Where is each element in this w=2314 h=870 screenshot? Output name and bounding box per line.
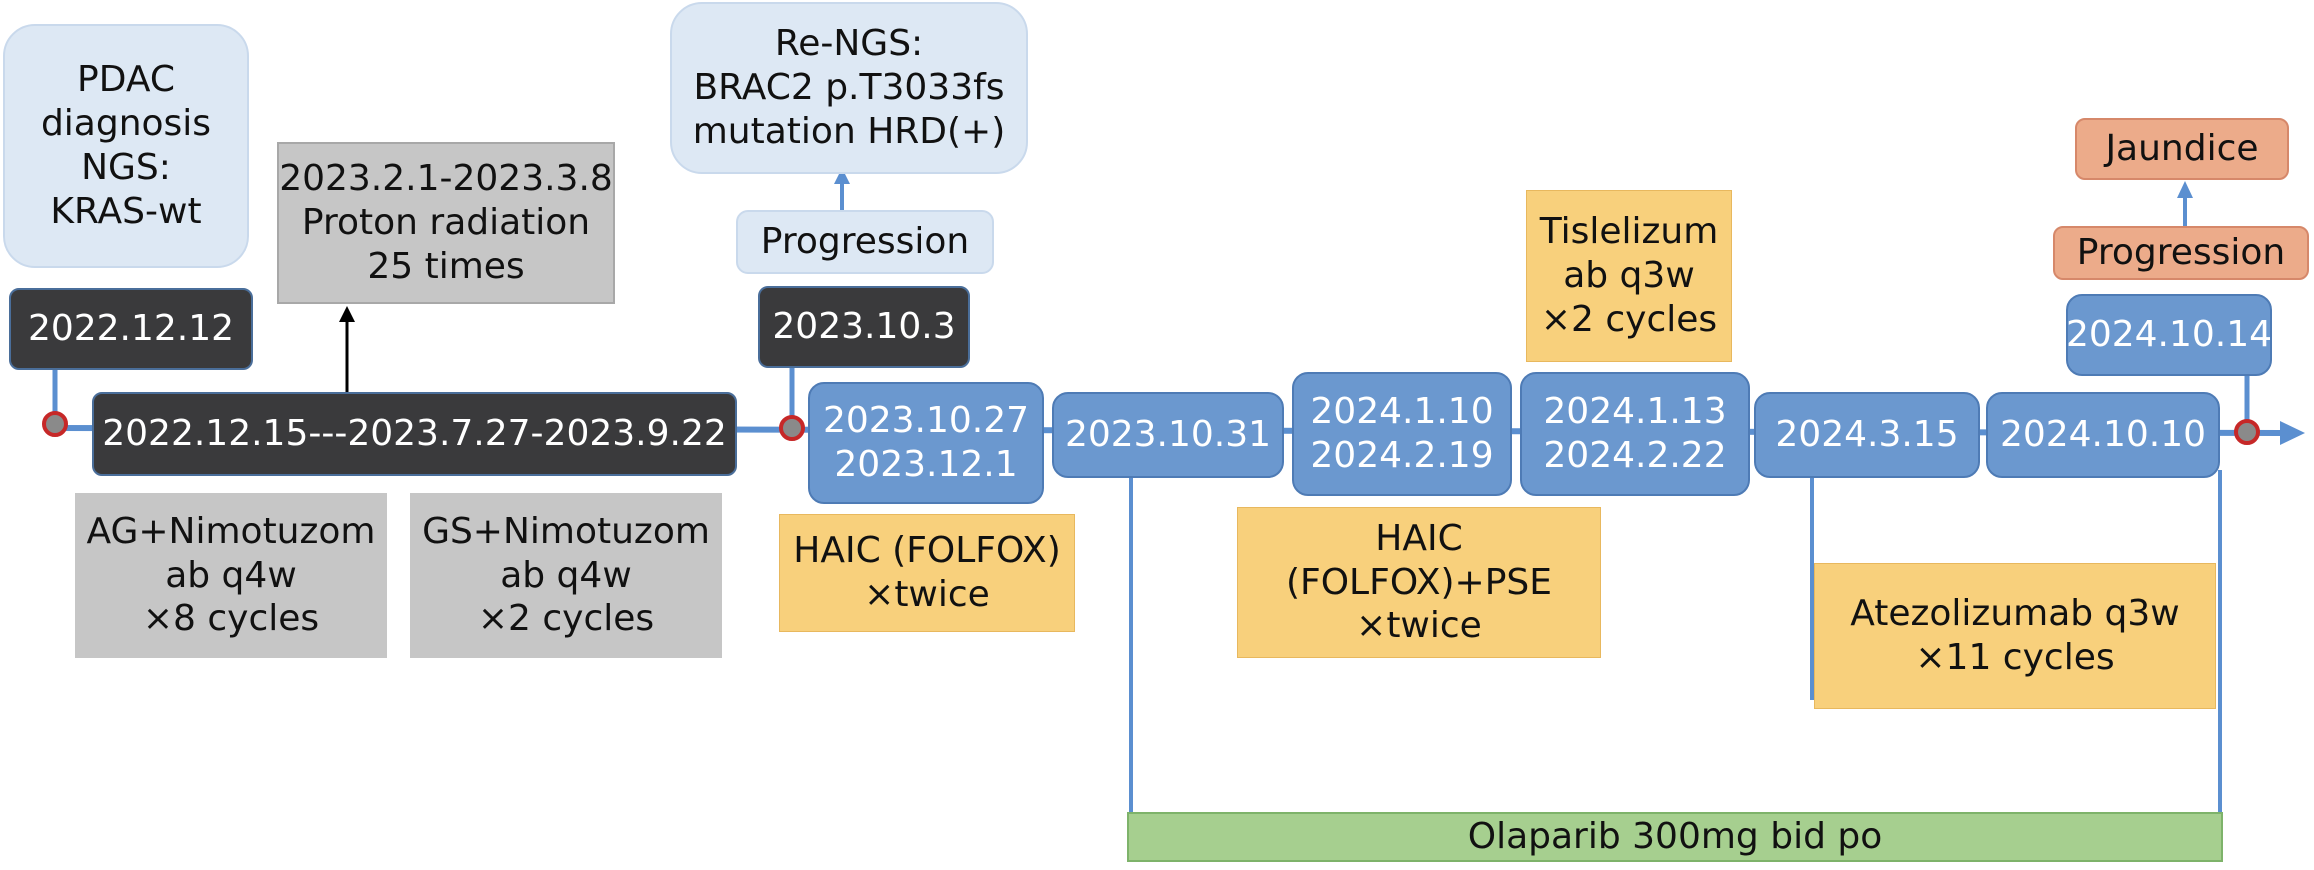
progression-box-1: Progression <box>736 210 994 274</box>
date-2024-3-15: 2024.3.15 <box>1754 392 1980 478</box>
date-range-main: 2022.12.15---2023.7.27-2023.9.22 <box>92 392 737 476</box>
arrow-re-ngs-head <box>834 168 850 184</box>
progression-box-2: Progression <box>2053 226 2309 280</box>
arrow-jaundice-head <box>2177 181 2193 198</box>
proton-radiation-box: 2023.2.1-2023.3.8 Proton radiation 25 ti… <box>277 142 615 304</box>
date-2023-10-3: 2023.10.3 <box>758 286 970 368</box>
olaparib-bar: Olaparib 300mg bid po <box>1127 812 2223 862</box>
haic-folfox-twice-box: HAIC (FOLFOX) ×twice <box>779 514 1075 632</box>
arrow-proton-head <box>339 306 355 322</box>
tislelizumab-box: Tislelizum ab q3w ×2 cycles <box>1526 190 1732 362</box>
date-2023-10-27: 2023.10.27 2023.12.1 <box>808 382 1044 504</box>
date-2024-10-10: 2024.10.10 <box>1986 392 2220 478</box>
pdac-diagnosis-box: PDAC diagnosis NGS: KRAS-wt <box>3 24 249 268</box>
timeline-arrowhead <box>2280 421 2305 445</box>
ag-nimotuzomab-box: AG+Nimotuzom ab q4w ×8 cycles <box>75 493 387 658</box>
re-ngs-box: Re-NGS: BRAC2 p.T3033fs mutation HRD(+) <box>670 2 1028 174</box>
event-dot-2022-12-12 <box>42 411 68 437</box>
date-2024-1-10: 2024.1.10 2024.2.19 <box>1292 372 1512 496</box>
event-dot-2024-10-14 <box>2234 419 2260 445</box>
date-2023-10-31: 2023.10.31 <box>1052 392 1284 478</box>
date-2024-1-13: 2024.1.13 2024.2.22 <box>1520 372 1750 496</box>
date-2022-12-12: 2022.12.12 <box>9 288 253 370</box>
date-2024-10-14: 2024.10.14 <box>2066 294 2272 376</box>
jaundice-box: Jaundice <box>2075 118 2289 180</box>
gs-nimotuzomab-box: GS+Nimotuzom ab q4w ×2 cycles <box>410 493 722 658</box>
event-dot-2023-10-3 <box>779 415 805 441</box>
atezolizumab-box: Atezolizumab q3w ×11 cycles <box>1814 563 2216 709</box>
haic-folfox-pse-box: HAIC (FOLFOX)+PSE ×twice <box>1237 507 1601 658</box>
